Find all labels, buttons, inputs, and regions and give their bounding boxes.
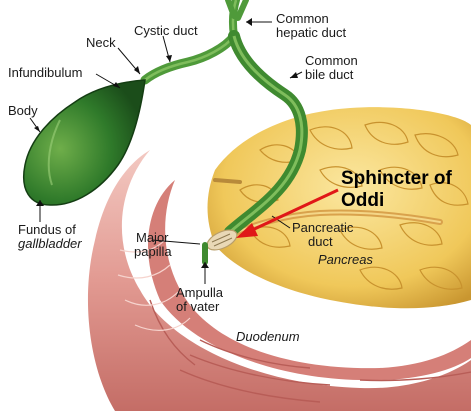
duodenum-folds xyxy=(149,299,471,403)
gallbladder xyxy=(23,79,146,206)
label-infundibulum: Infundibulum xyxy=(8,65,83,80)
label-neck: Neck xyxy=(86,35,116,50)
pancreatic-branch xyxy=(213,178,242,184)
duodenum-inner-folds xyxy=(117,239,191,331)
label-body: Body xyxy=(8,103,38,118)
label-sphincter-of-oddi-2: Oddi xyxy=(341,190,385,211)
label-common-bile-duct-1: Common xyxy=(305,53,358,68)
ampulla-stripes xyxy=(211,233,233,247)
label-ampulla-2: of vater xyxy=(176,299,220,314)
hepatic-branch-left xyxy=(225,0,237,19)
cystic-duct xyxy=(140,31,239,85)
label-ampulla-1: Ampulla xyxy=(176,285,223,300)
label-pancreatic-duct-2: duct xyxy=(308,234,333,249)
duodenum-wall xyxy=(87,150,471,411)
sphincter-arrowhead xyxy=(236,223,258,238)
label-sphincter-of-oddi-1: Sphincter of xyxy=(341,168,452,189)
hepatic-branch-right xyxy=(235,0,249,21)
sphincter-arrow-shaft xyxy=(247,188,339,234)
pancreas-shape xyxy=(207,107,471,309)
leader-arrowheads xyxy=(34,18,298,268)
label-duodenum: Duodenum xyxy=(236,329,300,344)
label-common-bile-duct-2: bile duct xyxy=(305,67,354,82)
label-common-hepatic-duct-2: hepatic duct xyxy=(276,25,347,40)
label-major-papilla-2: papilla xyxy=(134,244,172,259)
duodenum-lumen xyxy=(148,180,471,381)
label-fundus-2: gallbladder xyxy=(18,236,82,251)
label-common-hepatic-duct-1: Common xyxy=(276,11,329,26)
label-fundus-1: Fundus of xyxy=(18,222,76,237)
label-major-papilla-1: Major xyxy=(136,230,169,245)
label-pancreas: Pancreas xyxy=(318,252,373,267)
label-pancreatic-duct-1: Pancreatic xyxy=(292,220,354,235)
label-cystic-duct: Cystic duct xyxy=(134,23,198,38)
